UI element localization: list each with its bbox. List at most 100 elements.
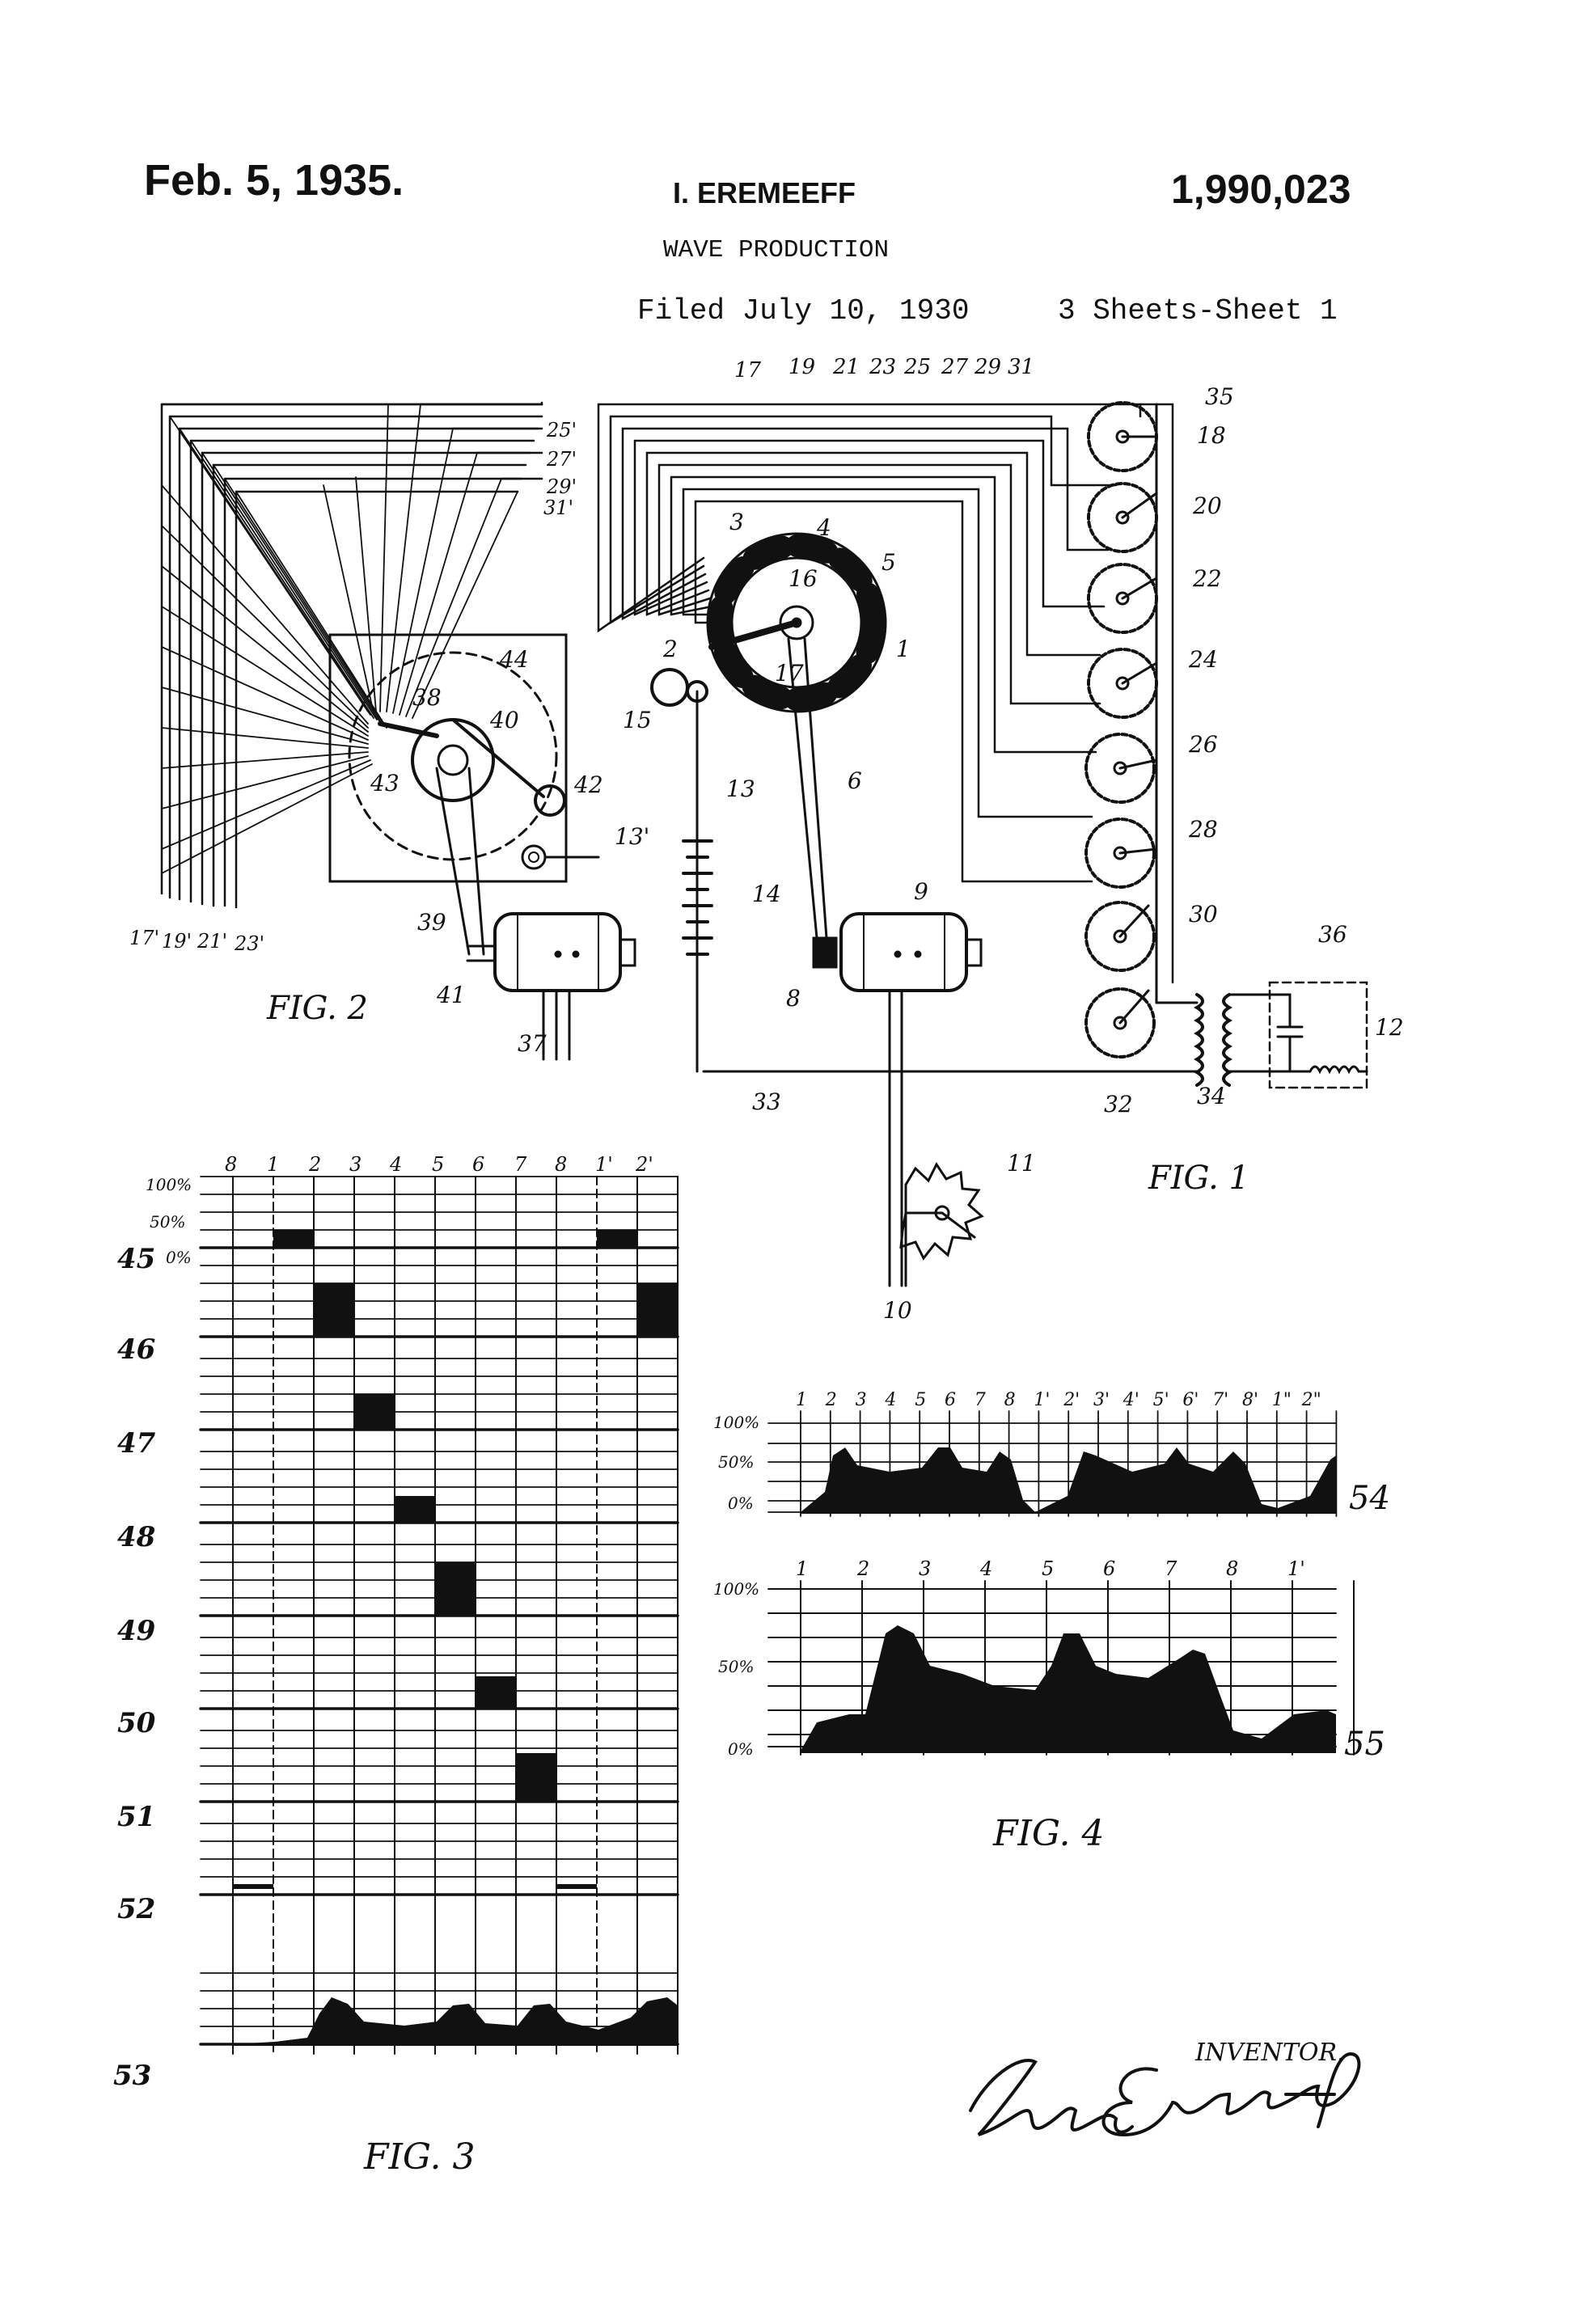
fig2-label-39: 39: [417, 909, 446, 936]
fig1-disc-18: [1087, 401, 1158, 472]
fig1-transformer: [1155, 981, 1368, 1089]
fig3-scale-label: 50%: [150, 1212, 185, 1232]
fig4-curve-55: [801, 1625, 1336, 1753]
fig1-caption: FIG. 1: [1148, 1160, 1249, 1197]
fig2-label-42: 42: [573, 771, 603, 798]
patent-title: WAVE PRODUCTION: [663, 236, 890, 264]
fig4-bottom-column-label: 6: [1103, 1557, 1115, 1580]
fig3-col-label: 3: [349, 1153, 361, 1176]
fig4-top-column-label: 3: [856, 1390, 867, 1410]
fig1-label-9: 9: [914, 878, 928, 905]
fig3-pulse-block: [597, 1230, 637, 1248]
fig3-col-label: 8: [225, 1153, 237, 1176]
fig2-slip-ring: [534, 784, 566, 817]
fig4-bottom-column-label: 1: [796, 1557, 808, 1580]
fig4-top-scale: 100%: [713, 1413, 759, 1432]
fig1-disc-24: [1087, 648, 1158, 719]
fig1-disc-column: [1084, 401, 1158, 1058]
fig4-top-column-label: 8: [1004, 1390, 1016, 1410]
fig3-row-label-53: 53: [113, 2060, 151, 2092]
fig2-bus-wires: [160, 401, 543, 909]
fig1-label-11: 11: [1007, 1150, 1036, 1177]
fig3-row-label-45: 45: [117, 1243, 155, 1275]
fig2-lead-label-19p: 19': [162, 930, 192, 953]
fig1-disc-11: [899, 1162, 984, 1287]
fig4-caption: FIG. 4: [992, 1813, 1104, 1854]
fig2-label-43: 43: [370, 770, 400, 796]
fig4-top-column-label: 2": [1301, 1390, 1321, 1410]
fig4-top-column-label: 2: [825, 1390, 837, 1410]
fig2-fan-leads: [161, 404, 518, 874]
fig2-label-13p: 13': [615, 823, 649, 850]
fig1-label-22: 22: [1192, 565, 1222, 592]
fig3-pulse-block: [435, 1562, 476, 1616]
patent-date: Feb. 5, 1935.: [144, 156, 404, 205]
fig1-label-16: 16: [788, 565, 818, 592]
fig3-scale-label: 100%: [146, 1175, 192, 1194]
fig3-row-label-48: 48: [117, 1521, 155, 1553]
fig4-top-scale: 50%: [718, 1452, 754, 1472]
fig4-top-column-label: 1: [796, 1390, 807, 1410]
fig1-label-12: 12: [1375, 1014, 1404, 1041]
fig1-lead-27: 27: [941, 355, 969, 379]
inventor-role: INVENTOR.: [1194, 2039, 1345, 2067]
fig1-label-35: 35: [1205, 383, 1234, 410]
fig1-lead-21: 21: [832, 355, 860, 379]
fig1-label-5: 5: [882, 549, 896, 576]
fig1-disc-32: [1084, 987, 1156, 1058]
fig3-col-label: 6: [472, 1153, 484, 1176]
fig4-top-column-label: 4: [884, 1390, 896, 1410]
filed-date: Filed July 10, 1930: [637, 294, 970, 327]
fig3-row-label-49: 49: [117, 1615, 155, 1647]
fig1-disc-26: [1084, 733, 1158, 804]
fig3-col-label: 4: [389, 1153, 402, 1176]
fig2-housing: [328, 633, 568, 883]
fig4-top-column-label: 8': [1242, 1390, 1258, 1410]
fig4-labels: 100% 50% 0% 100% 50% 0% 54 55 FIG. 4: [713, 1413, 1390, 1854]
fig2-motor: [466, 912, 636, 1061]
fig1-label-17: 17: [775, 660, 804, 687]
fig1-disc-30: [1084, 901, 1156, 972]
fig3-pulse-block: [516, 1753, 556, 1802]
fig4-bottom-column-label: 1': [1287, 1557, 1305, 1580]
fig4-bottom-column-label: 5: [1042, 1557, 1054, 1580]
sheet-count: 3 Sheets-Sheet 1: [1058, 294, 1338, 327]
fig1-label-36: 36: [1318, 921, 1347, 948]
fig2-lead-label-23p: 23': [234, 932, 264, 955]
fig3-col-label: 2: [308, 1153, 321, 1176]
fig4-bottom-column-label: 3: [919, 1557, 931, 1580]
fig1-label-26: 26: [1188, 731, 1218, 758]
fig1-label-8: 8: [786, 985, 801, 1012]
fig3-row-label-47: 47: [117, 1427, 156, 1460]
fig1-lead-29: 29: [974, 355, 1001, 379]
fig4-curve-54: [801, 1447, 1336, 1514]
fig3-col-label: 5: [432, 1153, 444, 1176]
fig3-row-label-50: 50: [117, 1707, 156, 1739]
fig1-label-32: 32: [1104, 1091, 1133, 1118]
fig4-top-column-label: 1': [1034, 1390, 1050, 1410]
fig2-lead-label-27p: 27': [546, 448, 577, 471]
inventor-signature: [969, 2051, 1361, 2137]
fig3-pulse-block: [637, 1283, 678, 1337]
fig4-curve-label-55: 55: [1344, 1726, 1385, 1763]
fig1-label-1: 1: [896, 636, 911, 662]
fig2-hub-center: [437, 744, 469, 776]
fig3-pulse-block: [476, 1676, 516, 1709]
fig4-drawing: [767, 1410, 1355, 1756]
fig2-terminal: [521, 844, 547, 870]
fig4-top-column-label: 6': [1182, 1390, 1199, 1410]
fig4-top-column-label: 4': [1123, 1390, 1139, 1410]
fig2-lead-label-17p: 17': [129, 927, 159, 949]
fig1-lead-31: 31: [1008, 355, 1034, 379]
fig3-caption: FIG. 3: [363, 2136, 475, 2178]
fig2-dashed-rotor: [348, 651, 558, 861]
fig3-resultant-curve: [233, 1997, 678, 2046]
fig1-lead-17: 17: [734, 358, 762, 382]
fig1-label-10: 10: [883, 1297, 912, 1324]
fig4-bottom-column-label: 4: [979, 1557, 992, 1580]
fig1-label-33: 33: [752, 1088, 781, 1115]
fig2-lead-label-25p: 25': [546, 419, 577, 442]
fig2-lead-label-29p: 29': [546, 475, 577, 498]
fig1-slip-ring: [650, 668, 689, 707]
